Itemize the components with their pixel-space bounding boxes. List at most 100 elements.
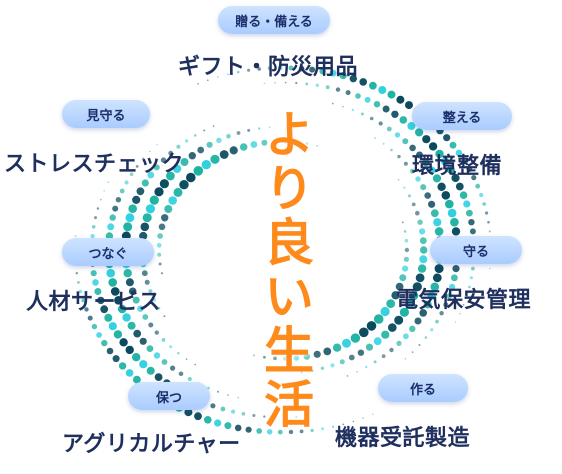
- decor-dot: [365, 365, 368, 369]
- decor-dot: [117, 304, 127, 314]
- decor-dot: [149, 150, 151, 153]
- decor-dot: [173, 187, 183, 197]
- decor-dot: [179, 180, 189, 190]
- decor-dot: [309, 66, 316, 73]
- decor-dot: [104, 313, 113, 322]
- decor-dot: [139, 337, 147, 345]
- decor-dot: [96, 207, 100, 210]
- decor-dot: [396, 95, 405, 104]
- badge-manufacture: 作る: [378, 374, 468, 402]
- decor-dot: [441, 191, 451, 200]
- decor-dot: [449, 141, 457, 149]
- decor-dot: [397, 154, 401, 159]
- decor-dot: [372, 413, 374, 416]
- decor-dot: [74, 235, 77, 237]
- decor-dot: [420, 184, 427, 191]
- decor-dot: [220, 406, 226, 412]
- decor-dot: [177, 352, 180, 355]
- decor-dot: [475, 183, 481, 189]
- decor-dot: [178, 371, 184, 377]
- decor-dot: [489, 267, 491, 270]
- decor-dot: [125, 369, 134, 377]
- decor-dot: [157, 306, 161, 310]
- decor-dot: [187, 377, 192, 381]
- decor-dot: [427, 166, 436, 175]
- decor-dot: [373, 314, 384, 324]
- decor-dot: [461, 157, 468, 164]
- decor-dot: [113, 330, 123, 339]
- decor-dot: [357, 349, 365, 356]
- decor-dot: [411, 202, 416, 207]
- decor-dot: [428, 200, 436, 208]
- decor-dot: [417, 264, 427, 273]
- decor-dot: [403, 230, 407, 233]
- decor-dot: [315, 83, 319, 88]
- badge-agriculture: 保つ: [128, 382, 210, 410]
- decor-dot: [125, 278, 134, 287]
- badge-human-resources: つなぐ: [62, 238, 154, 266]
- decor-dot: [108, 278, 117, 287]
- decor-dot: [226, 73, 229, 76]
- decor-dot: [119, 188, 125, 194]
- decor-dot: [441, 157, 450, 166]
- decor-dot: [100, 305, 109, 314]
- decor-dot: [428, 142, 438, 151]
- decor-dot: [197, 146, 205, 154]
- decor-dot: [247, 68, 251, 72]
- decor-dot: [403, 161, 408, 166]
- decor-dot: [374, 137, 376, 139]
- decor-dot: [387, 90, 396, 99]
- decor-dot: [332, 343, 342, 352]
- decor-dot: [101, 339, 108, 347]
- decor-dot: [274, 416, 276, 419]
- decor-dot: [399, 307, 409, 317]
- decor-dot: [430, 209, 439, 218]
- decor-dot: [258, 127, 261, 130]
- decor-dot: [157, 233, 164, 239]
- decor-dot: [146, 345, 154, 352]
- decor-dot: [409, 291, 419, 301]
- decor-dot: [378, 121, 383, 126]
- decor-dot: [416, 151, 423, 159]
- decor-dot: [77, 281, 80, 284]
- decor-dot: [227, 394, 229, 396]
- decor-dot: [158, 262, 162, 266]
- decor-dot: [118, 362, 127, 370]
- decor-dot: [293, 355, 300, 361]
- decor-dot: [288, 65, 294, 71]
- decor-dot: [161, 214, 169, 222]
- decor-dot: [303, 353, 310, 360]
- decor-dot: [381, 354, 386, 359]
- decor-dot: [132, 353, 141, 362]
- decor-dot: [170, 365, 176, 371]
- decor-dot: [419, 309, 428, 317]
- decor-dot: [106, 268, 115, 278]
- decor-dot: [207, 79, 209, 81]
- decor-dot: [451, 274, 458, 282]
- decor-dot: [450, 217, 459, 227]
- decor-dot: [176, 144, 181, 149]
- decor-dot: [488, 230, 491, 233]
- decor-dot: [129, 172, 134, 177]
- decor-dot: [160, 272, 164, 275]
- decor-dot: [402, 138, 409, 145]
- decor-dot: [329, 69, 337, 77]
- decor-dot: [257, 67, 262, 71]
- decor-dot: [419, 237, 427, 245]
- decor-dot: [415, 176, 421, 182]
- decor-dot: [415, 210, 420, 216]
- decor-dot: [359, 78, 368, 86]
- decor-dot: [204, 416, 212, 424]
- decor-dot: [90, 270, 97, 277]
- decor-dot: [386, 299, 396, 308]
- decor-dot: [451, 173, 460, 183]
- decor-dot: [106, 347, 114, 355]
- decor-dot: [417, 219, 423, 225]
- decor-dot: [216, 76, 219, 78]
- decor-dot: [325, 85, 330, 90]
- decor-dot: [250, 141, 258, 148]
- decor-dot: [479, 192, 484, 198]
- decor-dot: [110, 287, 120, 296]
- decor-dot: [144, 279, 150, 285]
